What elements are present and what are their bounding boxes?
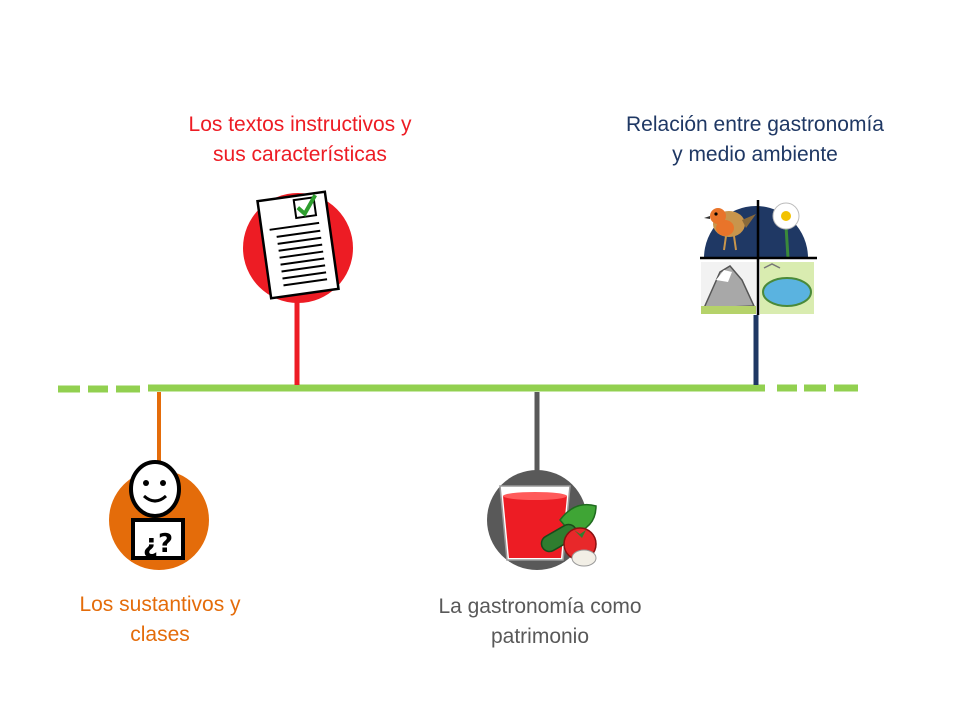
- topic-label-gastronomia-patrimonio: La gastronomía como patrimonio: [400, 592, 680, 652]
- topic-label-line: Los textos instructivos y: [188, 113, 412, 136]
- topic-label-sustantivos: Los sustantivos y clases: [30, 590, 290, 650]
- nature-collage-icon: [700, 200, 817, 315]
- topic-label-line: La gastronomía como: [438, 595, 642, 618]
- person-question-sign-icon: ¿?: [109, 460, 209, 570]
- topic-label-line: Los sustantivos y: [79, 593, 241, 616]
- topic-label-line: sus características: [213, 143, 387, 166]
- topic-label-line: patrimonio: [490, 625, 590, 648]
- topic-label-line: y medio ambiente: [672, 143, 838, 166]
- topic-label-line: Relación entre gastronomía: [626, 113, 884, 136]
- checklist-document-icon: [243, 190, 353, 303]
- topic-label-line: clases: [130, 623, 190, 646]
- topic-label-textos-instructivos: Los textos instructivos y sus caracterís…: [150, 110, 450, 170]
- topic-label-gastronomia-medio-ambiente: Relación entre gastronomía y medio ambie…: [590, 110, 920, 170]
- svg-text:¿?: ¿?: [143, 529, 173, 559]
- timeline-axis: [58, 384, 858, 393]
- tomato-juice-vegetables-icon: [487, 470, 597, 570]
